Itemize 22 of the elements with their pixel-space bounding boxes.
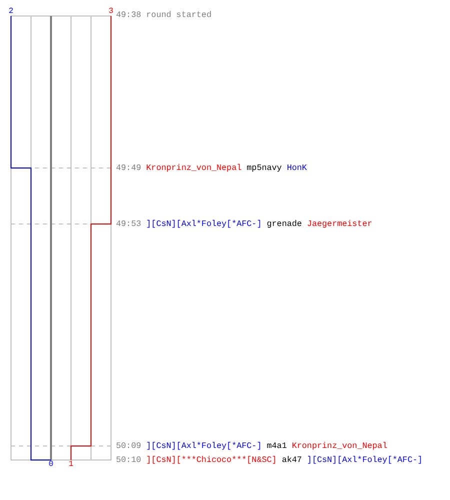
timestamp: 49:53 (116, 220, 142, 228)
player-name: ][CsN][Axl*Foley[*AFC-] (146, 442, 262, 450)
player-name: HonK (286, 164, 307, 172)
player-name: Kronprinz_von_Nepal (292, 442, 388, 450)
player-count: 0 (48, 460, 54, 468)
player-name: ][CsN][***Chicoco***[N&SC] (146, 456, 277, 464)
weapon-name: ak47 (282, 456, 302, 464)
player-count: 2 (8, 8, 14, 16)
player-count: 1 (68, 460, 74, 468)
timestamp: 50:10 (116, 456, 142, 464)
timestamp: 49:38 (116, 10, 142, 20)
player-name: ][CsN][Axl*Foley[*AFC-] (306, 456, 423, 464)
player-name: ][CsN][Axl*Foley[*AFC-] (146, 220, 262, 228)
player-count: 3 (108, 8, 114, 16)
player-name: Jaegermeister (306, 220, 372, 228)
timestamp: 50:09 (116, 442, 142, 450)
player-name: Kronprinz_von_Nepal (146, 164, 242, 172)
event-text: round started (146, 10, 212, 20)
weapon-name: grenade (266, 220, 302, 228)
weapon-name: m4a1 (266, 442, 287, 450)
weapon-name: mp5navy (246, 164, 282, 172)
timestamp: 49:49 (116, 164, 142, 172)
